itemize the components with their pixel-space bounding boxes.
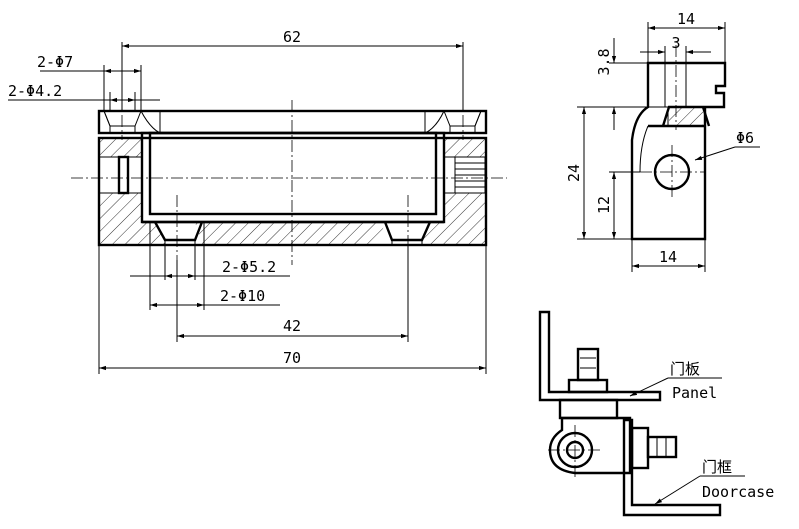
dim-24-label: 24 (565, 164, 583, 182)
dim-62-label: 62 (283, 28, 301, 46)
dim-3-label: 3 (671, 34, 680, 52)
dim-14-top-label: 14 (677, 10, 695, 28)
dim-phi6-label: Φ6 (736, 129, 754, 147)
main-body (97, 136, 488, 247)
bottom-countersink-left (153, 221, 204, 242)
doorcase-bracket (622, 418, 722, 517)
dim-70-label: 70 (283, 349, 301, 367)
side-view: 14 3 3.8 Φ6 24 12 14 (565, 10, 760, 272)
dim-2phi7-label: 2-Φ7 (37, 53, 73, 71)
assembly-view: 门板 Panel 门框 Doorcase (538, 310, 774, 517)
dim-2phi10-label: 2-Φ10 (220, 287, 265, 305)
doorcase-en-label: Doorcase (702, 483, 774, 501)
hinge-body (548, 416, 632, 475)
dim-42-label: 42 (283, 317, 301, 335)
front-view: 62 2-Φ7 2-Φ4.2 2-Φ5.2 2-Φ10 42 (8, 28, 507, 374)
side-profile (630, 61, 727, 241)
bottom-countersink-right (383, 221, 432, 242)
dim-14-bottom-label: 14 (659, 248, 677, 266)
panel-en-label: Panel (672, 384, 717, 402)
dim-2phi52-label: 2-Φ5.2 (222, 258, 276, 276)
doorcase-cn-label: 门框 (702, 458, 732, 476)
inner-cavity (140, 131, 446, 224)
dim-2phi42-label: 2-Φ4.2 (8, 82, 62, 100)
dim-12-label: 12 (595, 196, 613, 214)
panel-bracket (538, 310, 662, 402)
dim-38-label: 3.8 (595, 48, 613, 75)
panel-cn-label: 门板 (670, 360, 700, 378)
